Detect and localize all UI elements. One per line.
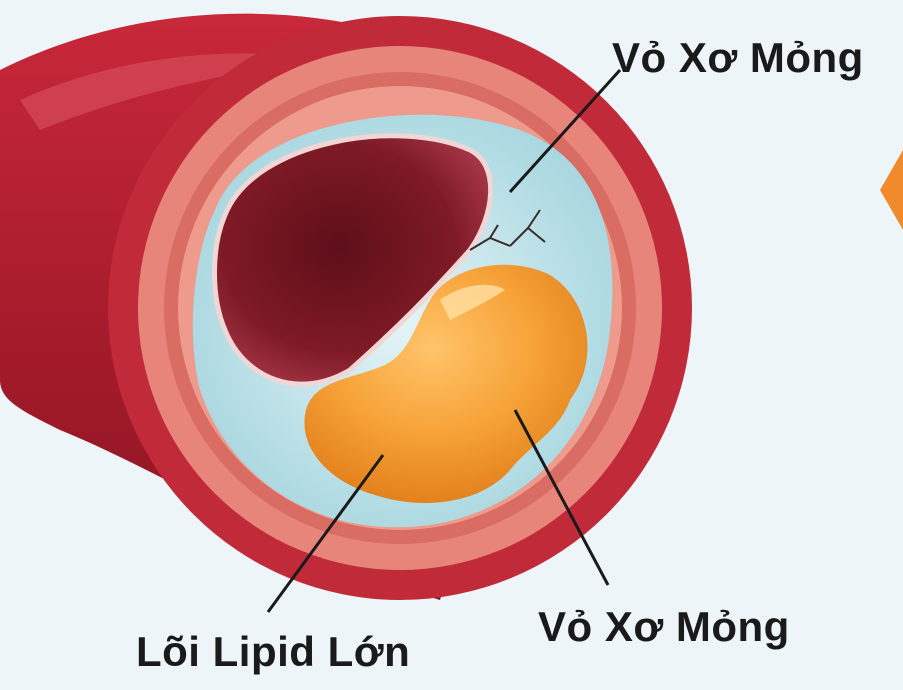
label-thin-fibrous-cap-top: Vỏ Xơ Mỏng bbox=[612, 34, 864, 82]
label-thin-fibrous-cap-bottom: Vỏ Xơ Mỏng bbox=[538, 603, 790, 651]
label-large-lipid-core: Lõi Lipid Lớn bbox=[136, 628, 410, 676]
orange-arrow-icon bbox=[880, 150, 903, 230]
